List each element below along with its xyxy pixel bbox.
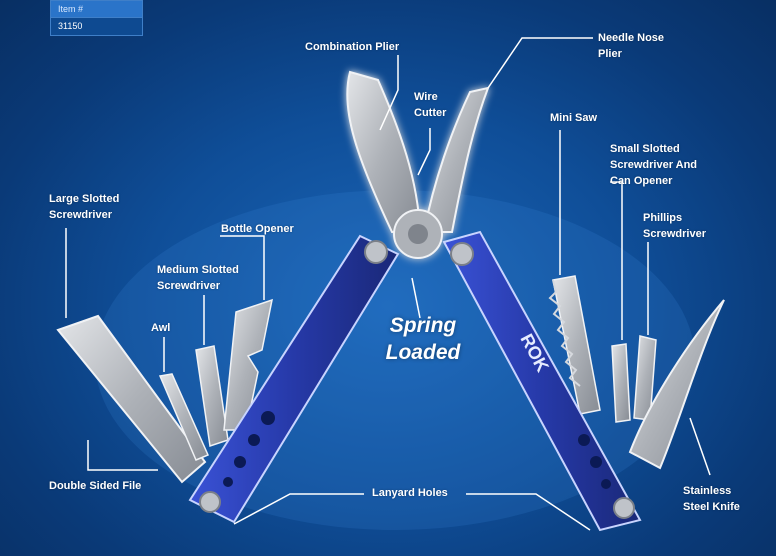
mini-saw-blade	[548, 275, 601, 415]
label-combination-plier: Combination Plier	[305, 41, 400, 53]
callout-lines	[65, 37, 711, 531]
left-handle	[188, 234, 400, 524]
item-number-table: Item # 31150	[50, 0, 143, 36]
spring-loaded-feature: Spring Loaded	[385, 314, 461, 364]
plier-jaws	[346, 70, 490, 259]
label-awl: Awl	[151, 322, 171, 334]
label-phillips-screwdriver: Phillips Screwdriver	[643, 212, 706, 240]
label-large-slotted-screwdriver: Large Slotted Screwdriver	[49, 193, 120, 221]
label-medium-slotted-screwdriver: Medium Slotted Screwdriver	[157, 264, 239, 292]
large-slotted-screwdriver-blade	[56, 314, 207, 484]
item-number-header: Item #	[51, 1, 142, 17]
label-wire-cutter: Wire Cutter	[414, 91, 447, 119]
knife-blade	[628, 299, 725, 470]
label-stainless-steel-knife: Stainless Steel Knife	[683, 485, 740, 513]
label-small-slotted-screwdriver: Small Slotted Screwdriver And Can Opener	[610, 143, 698, 187]
label-lanyard-holes: Lanyard Holes	[372, 487, 448, 499]
item-number-value: 31150	[51, 17, 142, 35]
label-double-sided-file: Double Sided File	[49, 480, 142, 492]
label-mini-saw: Mini Saw	[550, 112, 598, 124]
awl-blade	[158, 373, 209, 461]
bottle-opener-blade	[223, 298, 273, 431]
label-bottle-opener: Bottle Opener	[221, 223, 294, 235]
label-needle-nose-plier: Needle Nose Plier	[598, 32, 665, 60]
small-slotted-blade	[611, 343, 631, 423]
